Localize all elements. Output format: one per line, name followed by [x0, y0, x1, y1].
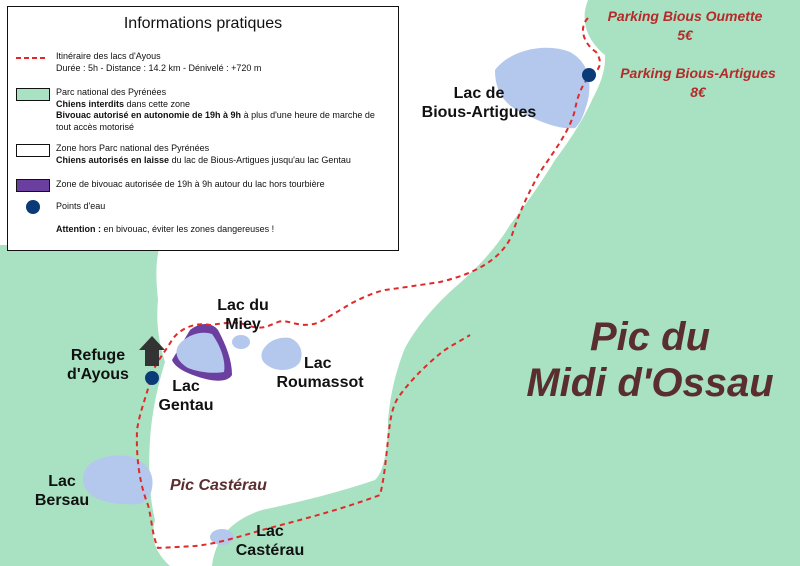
pic-midi-ossau-label: Pic du Midi d'Ossau — [520, 314, 780, 406]
outside-swatch — [16, 144, 50, 157]
legend-itinerary-line1: Itinéraire des lacs d'Ayous — [56, 51, 161, 61]
lake-roumassot-line1: Lac — [304, 355, 332, 372]
lake-bious-artigues-shape — [495, 47, 590, 129]
legend-park-dogs-bold: Chiens interdits — [56, 98, 125, 109]
legend-bivouac-text: Zone de bivouac autorisée de 19h à 9h au… — [56, 179, 325, 189]
legend-park-dogs-rest: dans cette zone — [124, 98, 191, 109]
lake-gentau-label: Lac Gentau — [152, 377, 220, 415]
lake-casterau-line1: Lac — [256, 523, 284, 540]
lake-roumassot-label: Lac Roumassot — [264, 354, 376, 392]
lake-gentau-line1: Lac — [172, 378, 200, 395]
lake-miey-label: Lac du Miey — [203, 296, 283, 334]
parking-artigues-price: 8€ — [690, 84, 706, 100]
legend-panel: Informations pratiques Itinéraire des la… — [7, 6, 399, 251]
legend-outside-line1: Zone hors Parc national des Pyrénées — [56, 143, 210, 153]
trail-swatch — [16, 57, 48, 59]
legend-park-line1: Parc national des Pyrénées — [56, 87, 167, 97]
lake-bersau-label: Lac Bersau — [24, 472, 100, 510]
pic-midi-ossau-line2: Midi d'Ossau — [526, 361, 774, 405]
lake-bersau-line1: Lac — [48, 473, 76, 490]
refuge-label: Refuge d'Ayous — [56, 346, 140, 384]
parking-oumette-label: Parking Bious Oumette 5€ — [585, 7, 785, 45]
lake-bious-artigues-label: Lac de Bious-Artigues — [408, 84, 550, 122]
lake-casterau-label: Lac Castérau — [228, 522, 312, 560]
legend-water-text: Points d'eau — [56, 201, 106, 211]
legend-row-itinerary: Itinéraire des lacs d'Ayous Durée : 5h -… — [16, 51, 392, 77]
water-point-icon — [582, 68, 596, 82]
legend-park-bivouac-rest: à plus d'une heure de marche de tout acc… — [56, 110, 375, 132]
lake-gentau-shape — [176, 332, 225, 373]
legend-outside-dogs-rest: du lac de Bious-Artigues jusqu'au lac Ge… — [169, 154, 351, 165]
lake-miey-line1: Lac du — [217, 297, 269, 314]
parking-oumette-price: 5€ — [677, 27, 693, 43]
legend-outside-dogs-bold: Chiens autorisés en laisse — [56, 154, 170, 165]
lake-gentau-line2: Gentau — [158, 397, 214, 414]
refuge-line2: d'Ayous — [67, 366, 129, 383]
lake-bersau-line2: Bersau — [34, 492, 90, 509]
legend-park-bivouac-bold: Bivouac autorisé en autonomie de 19h à 9… — [56, 110, 242, 120]
legend-row-water: Points d'eau — [16, 200, 392, 215]
water-point-icon — [145, 371, 159, 385]
lake-miey-shape — [232, 335, 250, 349]
legend-row-bivouac: Zone de bivouac autorisée de 19h à 9h au… — [16, 179, 392, 193]
legend-row-national-park: Parc national des Pyrénées Chiens interd… — [16, 87, 392, 135]
refuge-arrow-icon — [139, 336, 165, 366]
parking-artigues-name: Parking Bious-Artigues — [620, 65, 776, 81]
legend-title: Informations pratiques — [123, 15, 283, 32]
bivouac-swatch — [16, 179, 50, 192]
lake-roumassot-shape — [261, 337, 302, 370]
legend-itinerary-line2: Durée : 5h - Distance : 14.2 km - Dénive… — [56, 62, 262, 73]
lake-bersau-shape — [83, 455, 153, 505]
water-point-icon — [26, 200, 40, 214]
legend-attention-bold: Attention : — [56, 224, 101, 234]
lake-casterau-line2: Castérau — [235, 542, 305, 559]
parking-artigues-label: Parking Bious-Artigues 8€ — [598, 64, 798, 102]
legend-row-outside-park: Zone hors Parc national des Pyrénées Chi… — [16, 143, 392, 169]
refuge-line1: Refuge — [70, 347, 126, 364]
legend-row-attention: Attention : en bivouac, éviter les zones… — [16, 224, 392, 238]
pic-midi-ossau-line1: Pic du — [589, 315, 711, 359]
pic-casterau-label: Pic Castérau — [170, 477, 267, 494]
parking-oumette-name: Parking Bious Oumette — [607, 8, 763, 24]
lake-casterau-shape — [210, 529, 234, 545]
lake-bious-artigues-line1: Lac de — [453, 85, 505, 102]
lake-miey-line2: Miey — [225, 316, 261, 333]
park-swatch — [16, 88, 50, 101]
lake-roumassot-line2: Roumassot — [276, 374, 364, 391]
lake-bious-artigues-line2: Bious-Artigues — [421, 104, 537, 121]
legend-attention-rest: en bivouac, éviter les zones dangereuses… — [101, 224, 275, 234]
